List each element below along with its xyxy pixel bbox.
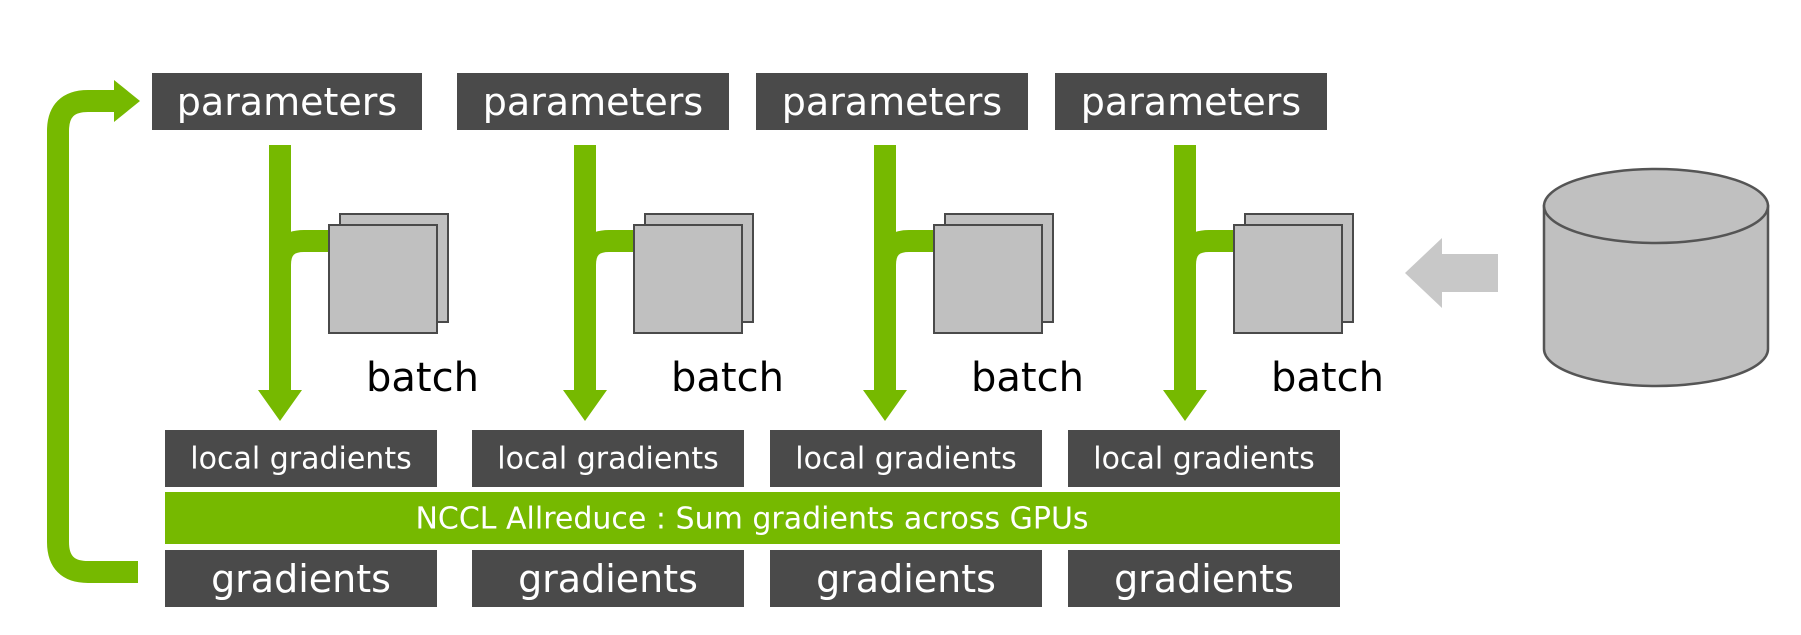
parameters-label: parameters: [177, 80, 397, 124]
parameters-label: parameters: [483, 80, 703, 124]
local-gradients-label: local gradients: [795, 442, 1016, 477]
loop-arrow-icon: [47, 80, 140, 583]
stacked-pages-icon: [633, 213, 754, 334]
worker-2: parameters batch local gradients gradien…: [457, 73, 784, 607]
batch-label: batch: [366, 355, 479, 401]
gradients-label: gradients: [211, 557, 391, 601]
parameters-box: [152, 73, 422, 130]
parameters-box: [1055, 73, 1327, 130]
local-gradients-box: [770, 430, 1042, 487]
batch-flow-arrow: [863, 145, 935, 421]
gradients-box: [472, 550, 744, 607]
gradients-label: gradients: [816, 557, 996, 601]
parameters-label: parameters: [1081, 80, 1301, 124]
batch-flow-arrow: [563, 145, 635, 421]
left-arrow-icon: [1405, 238, 1498, 308]
allreduce-bar: NCCL Allreduce : Sum gradients across GP…: [165, 492, 1340, 544]
gradients-label: gradients: [1114, 557, 1294, 601]
parameters-box: [756, 73, 1028, 130]
gradients-box: [770, 550, 1042, 607]
gradients-box: [1068, 550, 1340, 607]
stacked-pages-icon: [328, 213, 449, 334]
local-gradients-label: local gradients: [497, 442, 718, 477]
worker-1: parameters batch local gradients gradien…: [152, 73, 479, 607]
stacked-pages-icon: [933, 213, 1054, 334]
allreduce-label: NCCL Allreduce : Sum gradients across GP…: [415, 502, 1088, 537]
gradients-box: [165, 550, 437, 607]
batch-label: batch: [971, 355, 1084, 401]
local-gradients-box: [1068, 430, 1340, 487]
gradients-label: gradients: [518, 557, 698, 601]
local-gradients-box: [165, 430, 437, 487]
local-gradients-label: local gradients: [1093, 442, 1314, 477]
batch-label: batch: [1271, 355, 1384, 401]
database-icon: [1542, 167, 1770, 388]
parameters-box: [457, 73, 729, 130]
worker-3: parameters batch local gradients gradien…: [756, 73, 1084, 607]
worker-4: parameters batch local gradients gradien…: [1055, 73, 1384, 607]
local-gradients-box: [472, 430, 744, 487]
batch-flow-arrow: [1163, 145, 1235, 421]
batch-label: batch: [671, 355, 784, 401]
local-gradients-label: local gradients: [190, 442, 411, 477]
parameters-label: parameters: [782, 80, 1002, 124]
batch-flow-arrow: [258, 145, 330, 421]
stacked-pages-icon: [1233, 213, 1354, 334]
